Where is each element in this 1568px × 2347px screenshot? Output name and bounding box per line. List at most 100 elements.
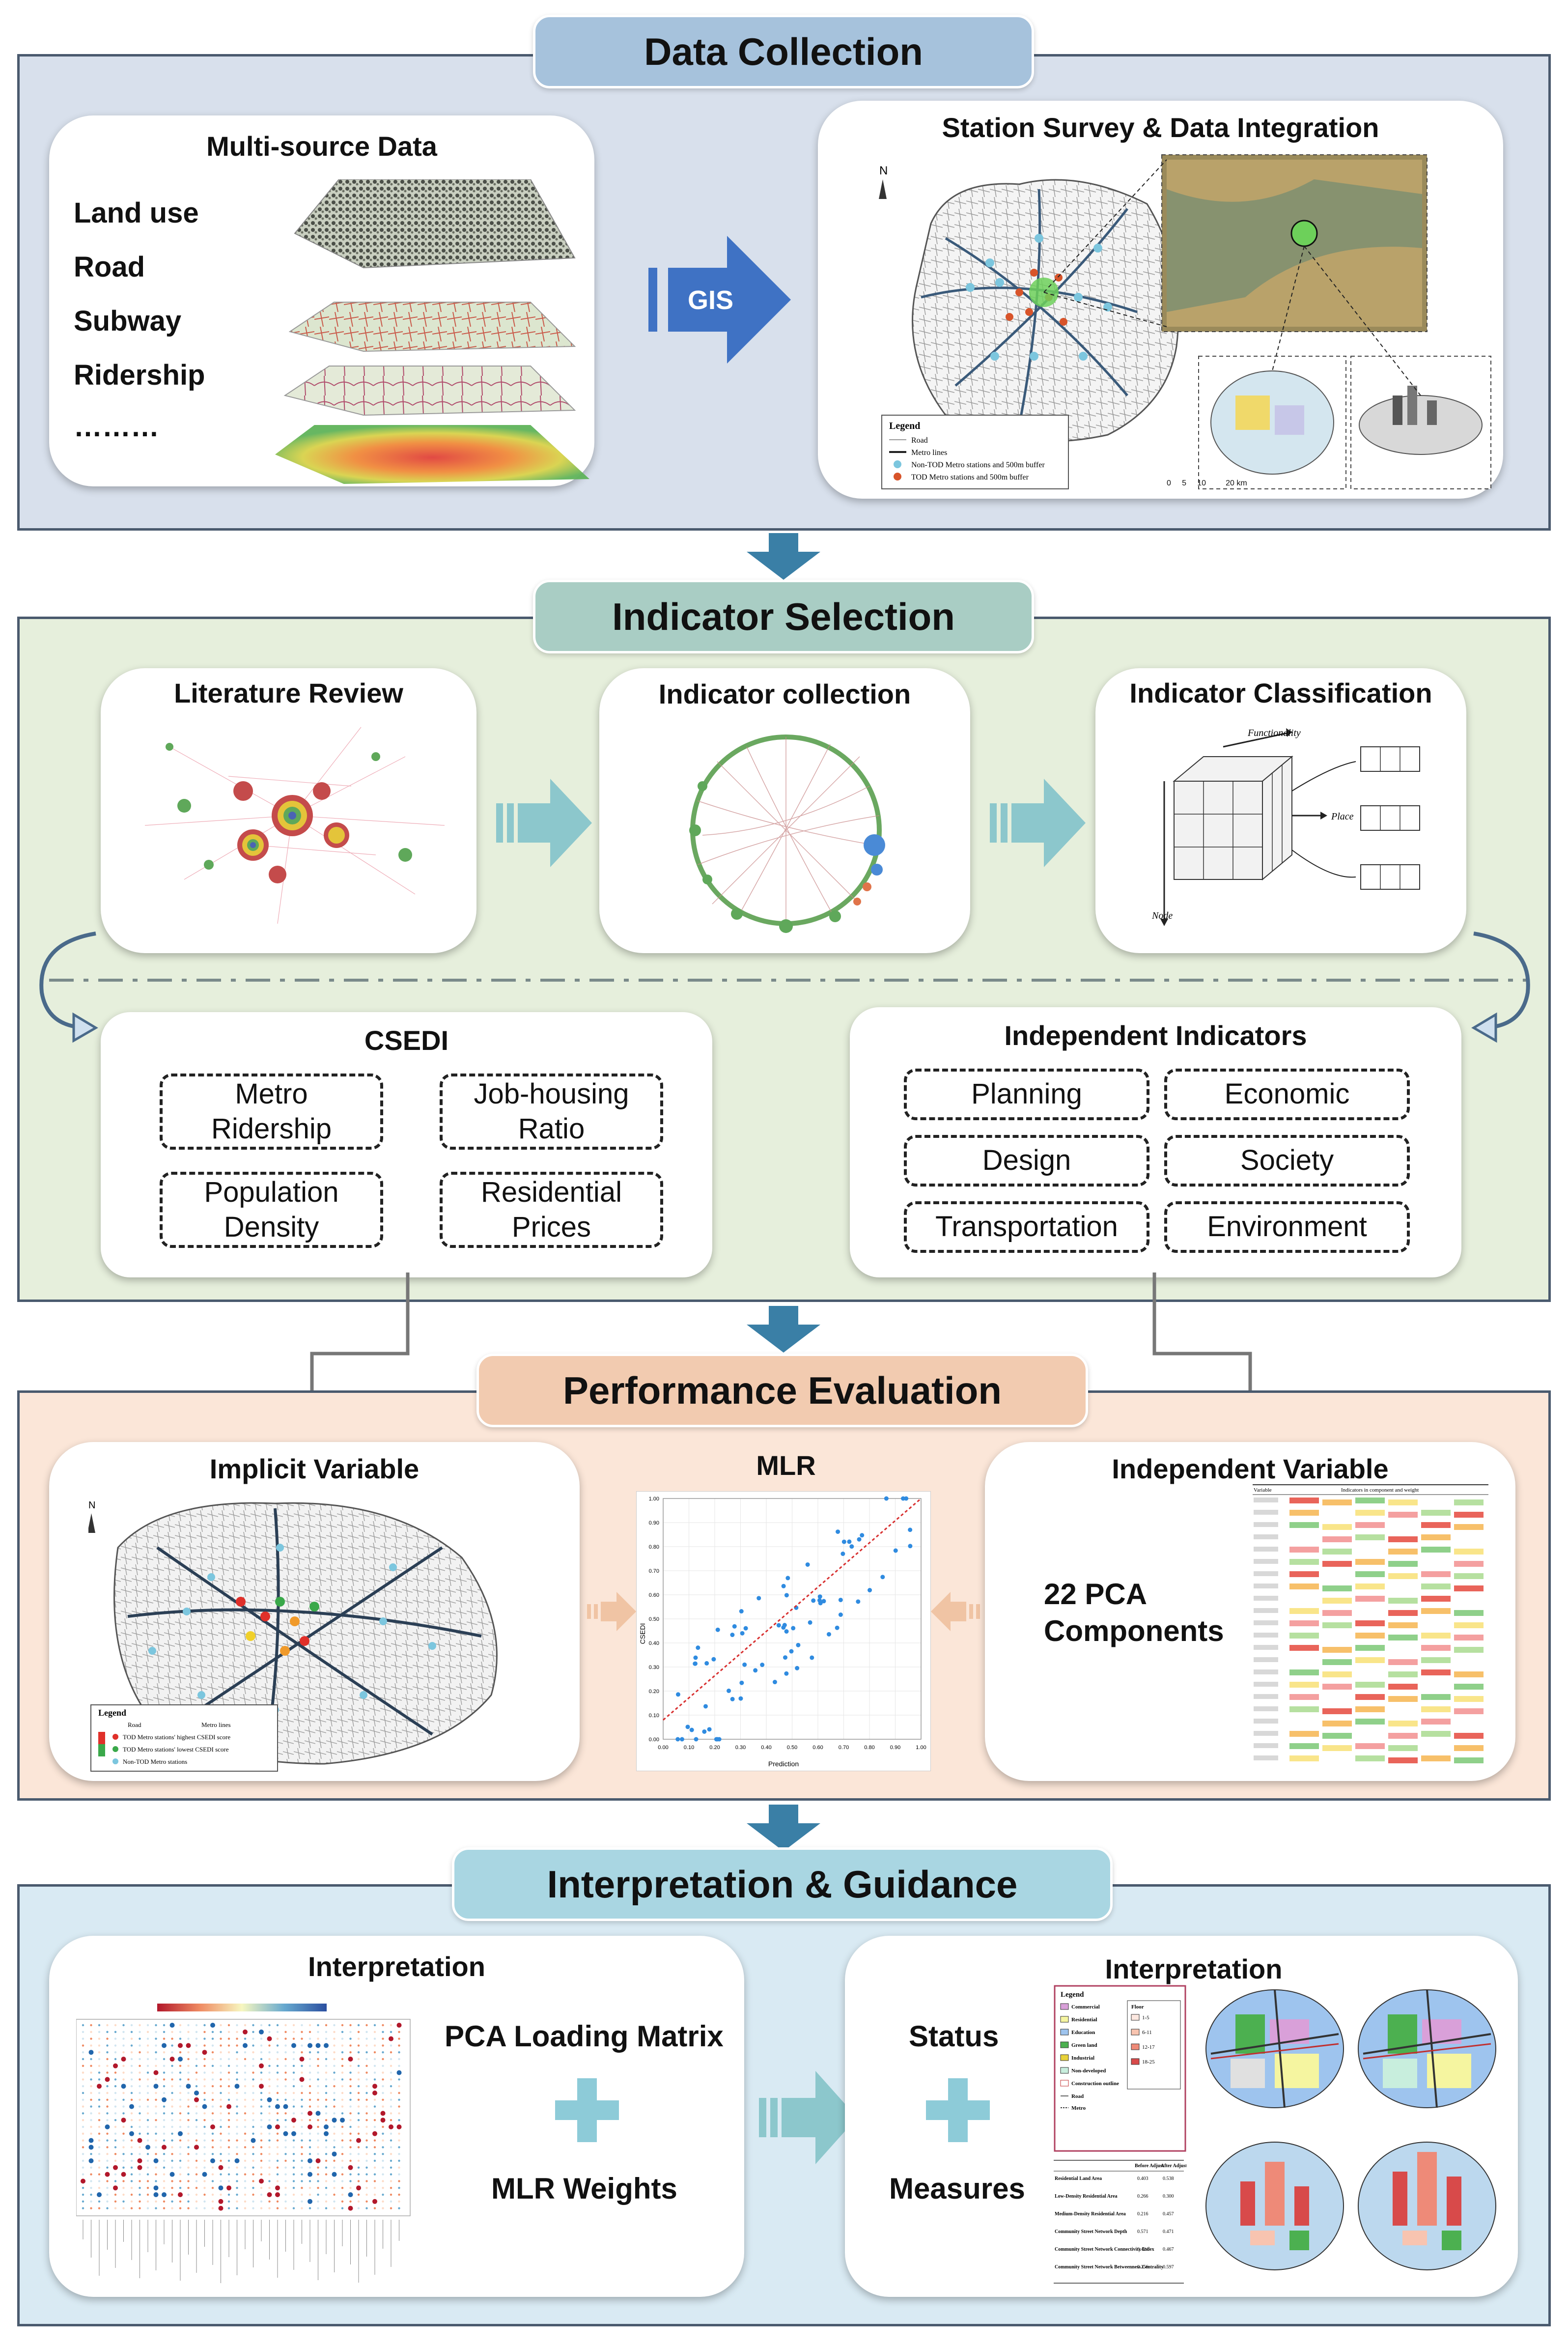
- loading-dot: [292, 2058, 295, 2061]
- loading-dot: [325, 2085, 328, 2088]
- indicator-selection-header: Indicator Selection: [533, 580, 1034, 653]
- loading-dot: [349, 2092, 352, 2094]
- loading-dot: [106, 2146, 109, 2149]
- pca-cell: [1388, 1622, 1418, 1628]
- loading-dot: [341, 2037, 344, 2040]
- loading-dot: [284, 2071, 287, 2074]
- loading-dot: [203, 2125, 206, 2128]
- loading-dot: [260, 2207, 263, 2209]
- mlr-xtick: 0.10: [684, 1745, 694, 1751]
- pca-cell: [1355, 1510, 1385, 1516]
- loading-dot: [260, 2200, 263, 2203]
- loading-dot: [268, 2071, 271, 2074]
- loading-dot: [155, 2200, 157, 2203]
- pca-cell: [1322, 1733, 1352, 1739]
- loading-dot: [236, 2173, 238, 2176]
- loading-dot: [146, 2058, 149, 2061]
- loading-dot: [114, 2146, 117, 2149]
- loading-dot: [390, 2180, 392, 2182]
- loading-dot: [252, 2153, 254, 2155]
- loading-dot: [284, 2187, 287, 2189]
- loading-dot: [114, 2044, 117, 2047]
- loading-dot: [171, 2146, 173, 2149]
- mlr-point: [776, 1623, 781, 1628]
- loading-dot: [187, 2071, 190, 2074]
- loading-dot: [373, 2024, 376, 2027]
- loading-dot: [252, 2105, 254, 2108]
- loading-dot: [146, 2173, 149, 2176]
- loading-dot: [114, 2153, 117, 2155]
- loading-dot: [82, 2153, 84, 2155]
- loading-dot: [292, 2139, 295, 2142]
- loading-dot: [356, 2185, 361, 2191]
- loading-dot: [260, 2051, 263, 2054]
- loading-dot: [227, 2200, 230, 2203]
- loading-dot: [114, 2105, 117, 2108]
- mlr-point: [679, 1737, 684, 1742]
- mlr-ytick: 0.40: [649, 1640, 659, 1646]
- loading-dot: [349, 2112, 352, 2115]
- indicator-planning: Planning: [904, 1069, 1149, 1120]
- mlr-point: [781, 1625, 786, 1630]
- loading-dot: [130, 2166, 133, 2169]
- loading-dot: [194, 2091, 199, 2095]
- loading-dot: [163, 2139, 166, 2142]
- loading-dot: [398, 2166, 400, 2169]
- pca-cell: [1322, 1684, 1352, 1690]
- mlr-point: [880, 1575, 885, 1580]
- loading-dot: [106, 2139, 109, 2142]
- pca-loading-matrix-heatmap: [76, 2004, 411, 2283]
- loading-dot: [195, 2119, 198, 2121]
- pca-cell: [1388, 1745, 1418, 1751]
- loading-dot: [301, 2193, 303, 2196]
- loading-dot: [292, 2105, 295, 2108]
- loading-dot: [211, 2153, 214, 2155]
- loading-dot: [195, 2058, 198, 2061]
- loading-dot: [130, 2112, 133, 2115]
- loading-dot: [236, 2180, 238, 2182]
- loading-dot: [267, 2036, 272, 2041]
- loading-dot: [276, 2119, 279, 2121]
- loading-dot: [171, 2112, 173, 2115]
- implicit-legend-title: Legend: [98, 1708, 126, 1718]
- measures-label: Measures: [889, 2172, 1025, 2205]
- mlr-point: [908, 1544, 913, 1549]
- loading-dot: [122, 2187, 125, 2189]
- loading-dot: [315, 2043, 321, 2048]
- loading-dot: [90, 2112, 92, 2115]
- loading-dot: [236, 2193, 238, 2196]
- implicit-legend-road: Road: [128, 1721, 141, 1728]
- mlr-point: [836, 1529, 840, 1534]
- loading-dot: [146, 2119, 149, 2121]
- pca-cell: [1454, 1499, 1484, 1505]
- loading-dot: [162, 2192, 167, 2197]
- loading-dot: [106, 2159, 109, 2162]
- loading-dot: [308, 2092, 311, 2094]
- loading-dot: [90, 2180, 92, 2182]
- loading-dot: [292, 2092, 295, 2094]
- flow-arrow-1: [496, 779, 592, 867]
- survey-legend-title: Legend: [889, 421, 920, 431]
- loading-dot: [268, 2112, 271, 2115]
- loading-dot: [365, 2085, 368, 2088]
- status-label: Status: [909, 2020, 999, 2053]
- legend-residential: Residential: [1071, 2017, 1097, 2023]
- independent-indicators-title: Independent Indicators: [1004, 1020, 1307, 1051]
- pca-cell: [1322, 1721, 1352, 1726]
- mlr-point: [743, 1626, 748, 1631]
- loading-dot: [341, 2078, 344, 2081]
- scale-unit: km: [1236, 479, 1247, 487]
- loading-dot: [236, 2112, 238, 2115]
- loading-dot: [398, 2180, 400, 2182]
- loading-dot: [163, 2058, 166, 2061]
- arrow-into-mlr-left: [587, 1592, 636, 1631]
- loading-dot: [396, 2070, 402, 2075]
- loading-dot: [171, 2092, 173, 2094]
- loading-dot: [203, 2180, 206, 2182]
- loading-dot: [227, 2193, 230, 2196]
- interpretation-right-title: Interpretation: [1105, 1953, 1283, 1984]
- loading-dot: [203, 2092, 206, 2094]
- loading-dot: [317, 2098, 319, 2101]
- loading-dot: [341, 2098, 344, 2101]
- loading-dot: [203, 2166, 206, 2169]
